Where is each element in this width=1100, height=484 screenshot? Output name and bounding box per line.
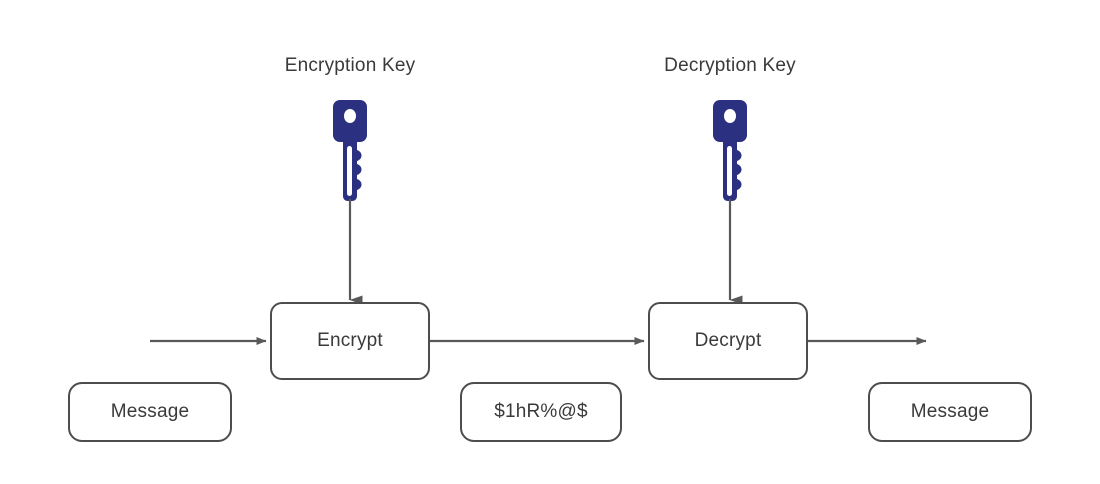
plaintext-message-output-node[interactable]: Message [868,382,1032,442]
decrypt-node-label: Decrypt [694,330,762,351]
encrypt-node[interactable]: Encrypt [270,302,430,380]
decrypt-node[interactable]: Decrypt [648,302,808,380]
decryption-key-label: Decryption Key [664,55,796,76]
ciphertext-label: $1hR%@$ [494,401,588,422]
plaintext-message-input-label: Message [110,401,190,422]
encrypt-node-label: Encrypt [317,330,383,351]
key-icon [327,100,373,211]
key-icon [707,100,753,211]
plaintext-message-output-label: Message [910,401,990,422]
plaintext-message-input-node[interactable]: Message [68,382,232,442]
encryption-key-label: Encryption Key [284,55,416,76]
ciphertext-node[interactable]: $1hR%@$ [460,382,622,442]
